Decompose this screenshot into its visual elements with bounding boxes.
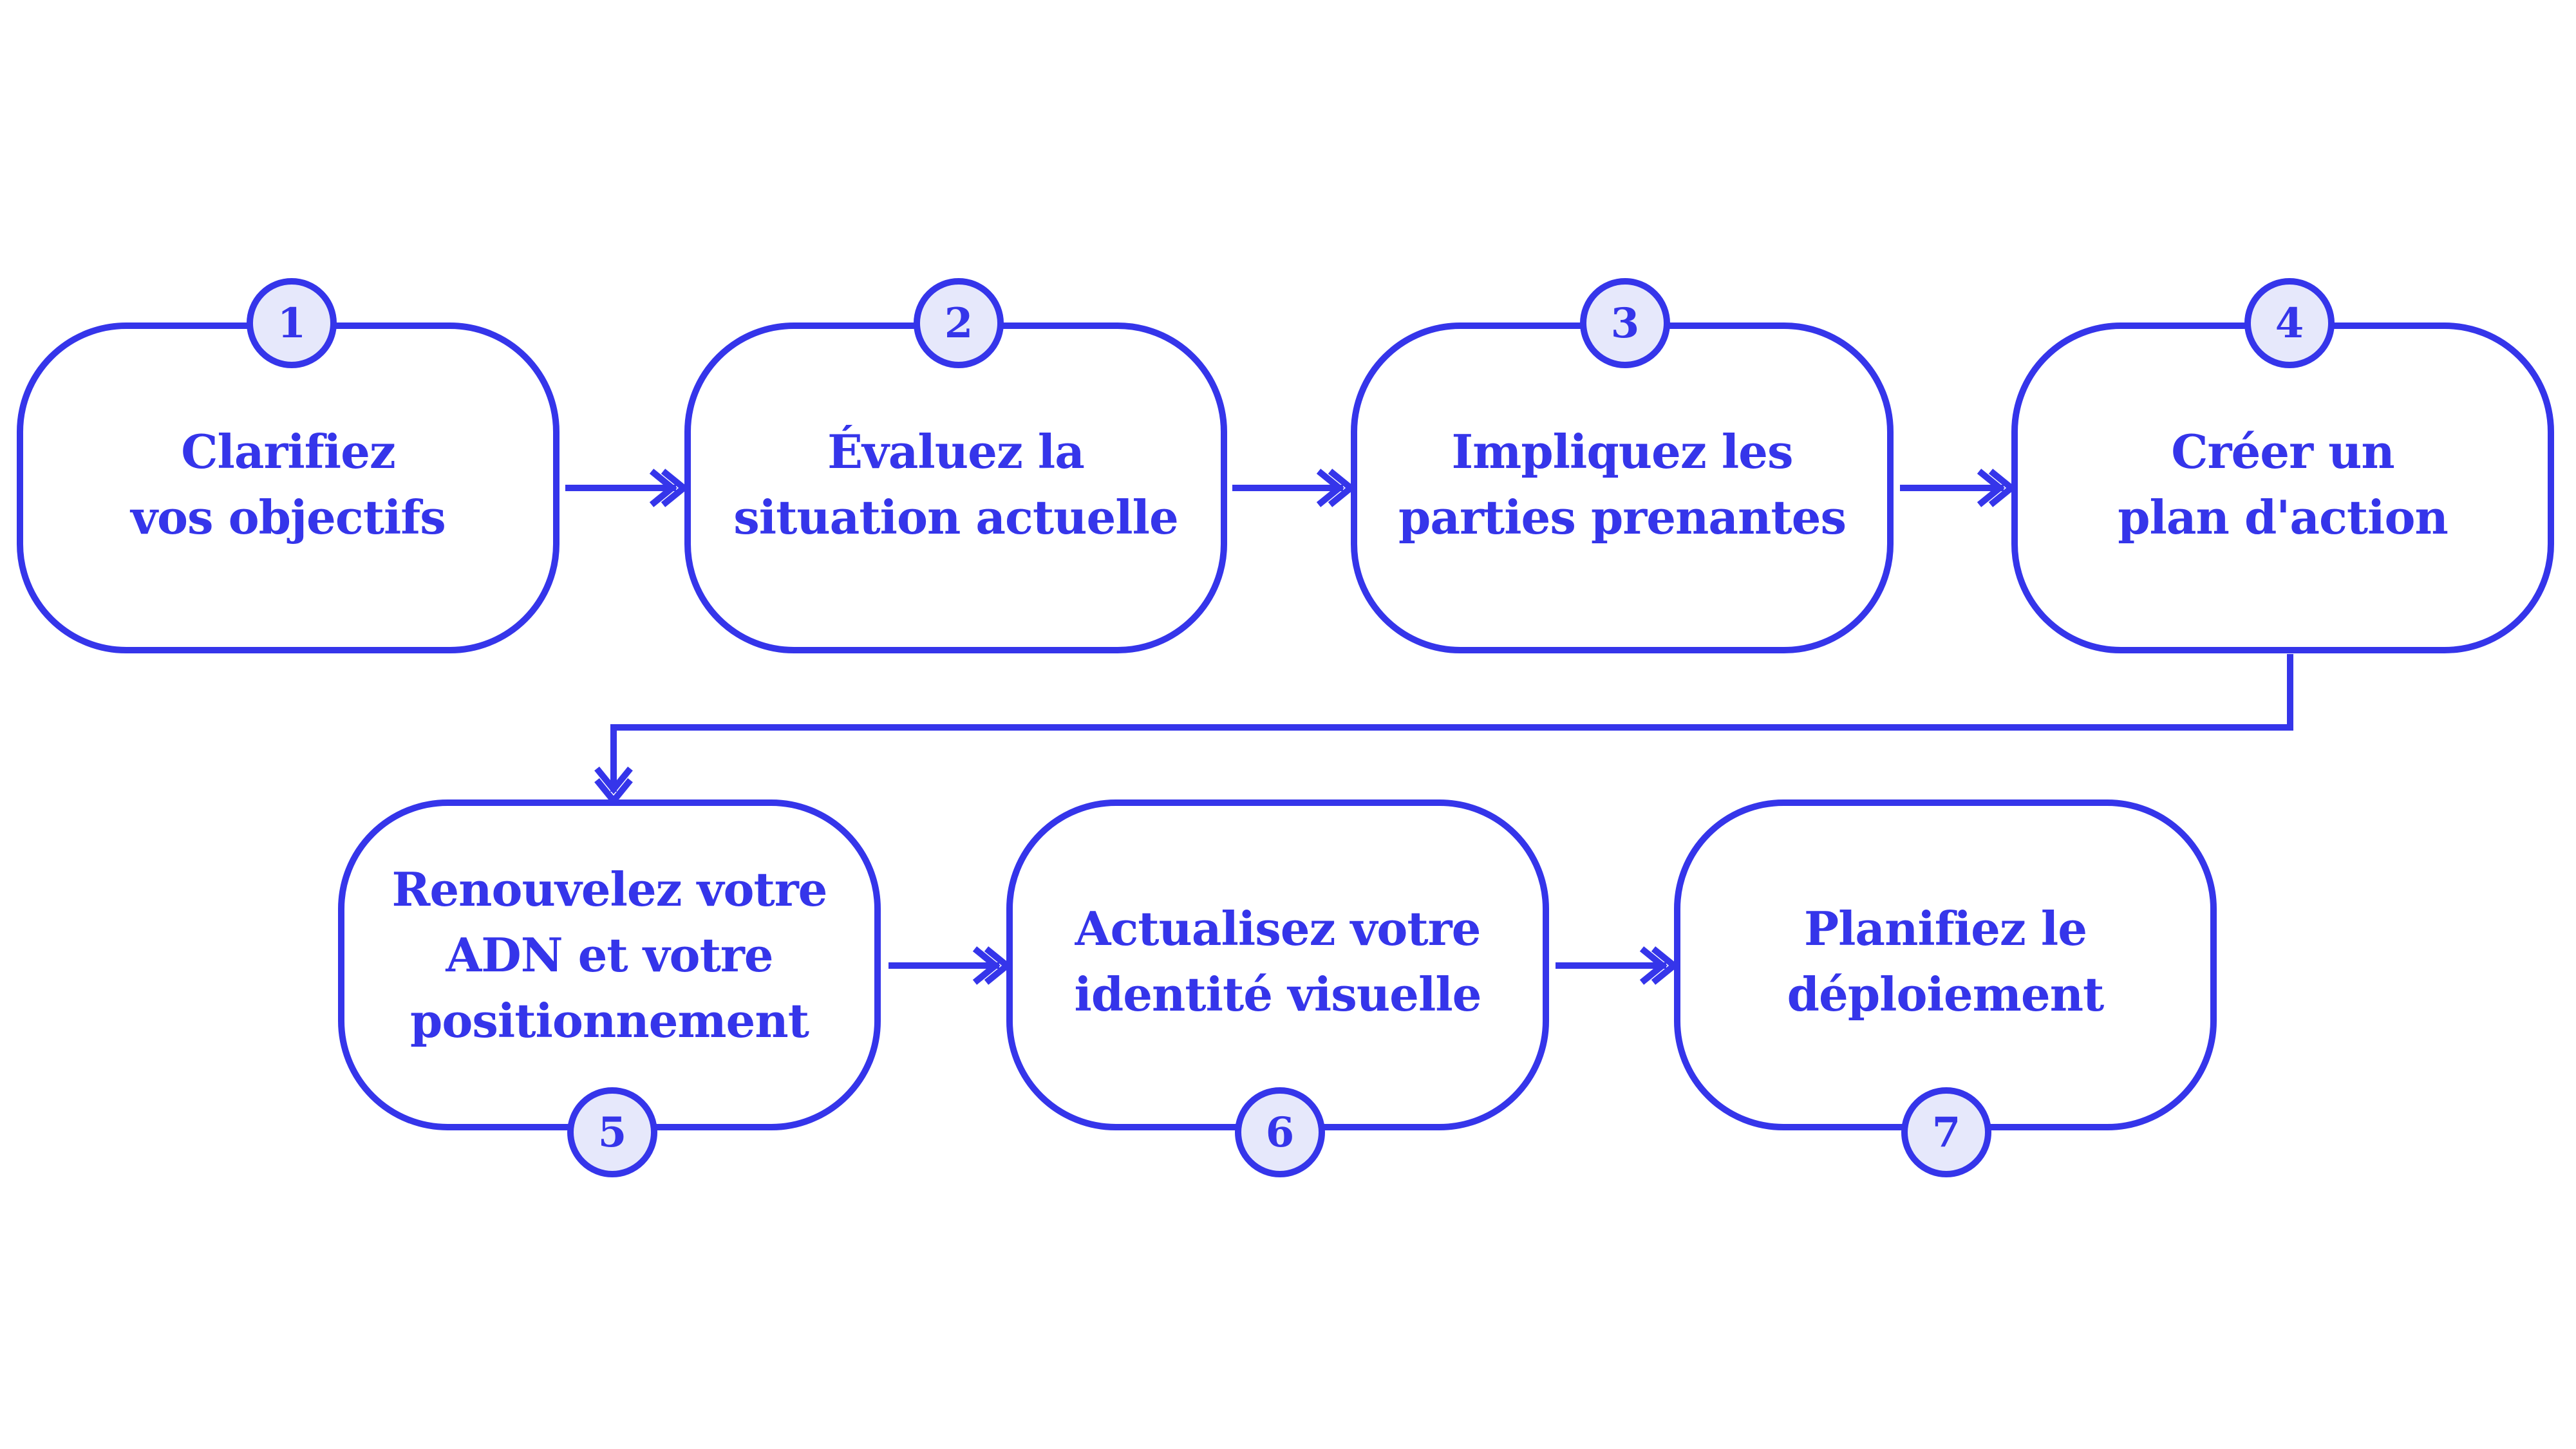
step-box-1: Clarifiez vos objectifs: [17, 323, 559, 653]
step-number-badge: 3: [1580, 278, 1670, 368]
step-label: Évaluez la situation actuelle: [733, 424, 1179, 545]
arrow-6-to-7: [1556, 946, 1679, 985]
step-label: Planifiez le déploiement: [1787, 901, 2105, 1022]
step-label: Renouvelez votre ADN et votre positionne…: [391, 862, 828, 1048]
step-label: Actualisez votre identité visuelle: [1074, 901, 1482, 1022]
step-number-badge: 2: [914, 278, 1004, 368]
arrow-4-to-5: [594, 654, 2293, 806]
step-box-3: Impliquez les parties prenantes: [1351, 323, 1894, 653]
step-box-5: Renouvelez votre ADN et votre positionne…: [338, 799, 881, 1130]
step-number-badge: 4: [2244, 278, 2335, 368]
step-label: Clarifiez vos objectifs: [131, 424, 446, 545]
step-box-6: Actualisez votre identité visuelle: [1006, 799, 1549, 1130]
arrow-5-to-6: [888, 946, 1012, 985]
arrow-2-to-3: [1232, 469, 1356, 507]
step-box-2: Évaluez la situation actuelle: [684, 323, 1227, 653]
arrow-1-to-2: [565, 469, 689, 507]
step-number-badge: 7: [1901, 1087, 1991, 1177]
step-label: Créer un plan d'action: [2118, 424, 2449, 545]
step-label: Impliquez les parties prenantes: [1398, 424, 1847, 545]
step-box-4: Créer un plan d'action: [2011, 323, 2554, 653]
step-box-7: Planifiez le déploiement: [1674, 799, 2217, 1130]
step-number-badge: 1: [247, 278, 337, 368]
step-number-badge: 6: [1235, 1087, 1325, 1177]
arrow-3-to-4: [1900, 469, 2017, 507]
step-number-badge: 5: [567, 1087, 657, 1177]
